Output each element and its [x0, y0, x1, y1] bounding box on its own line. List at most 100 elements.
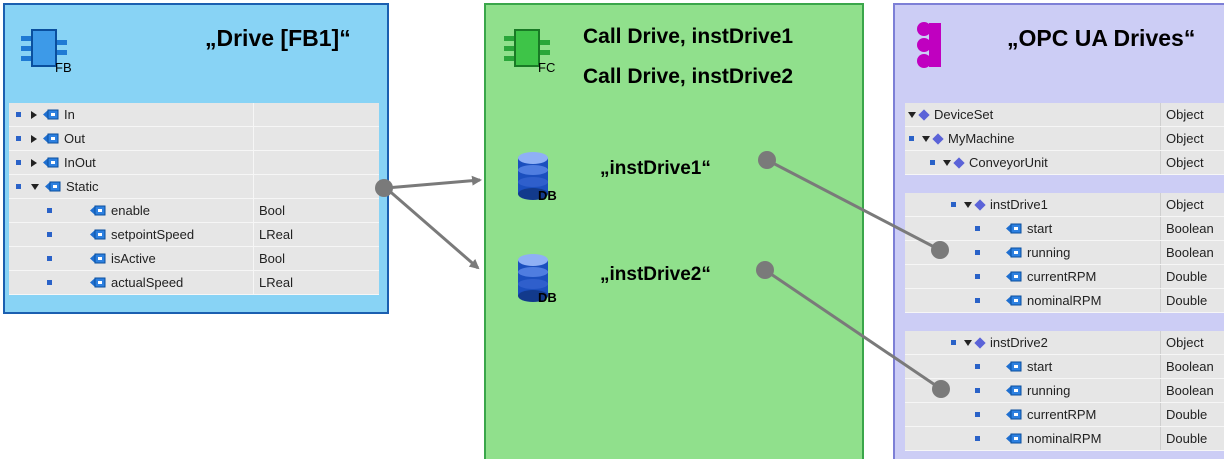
fc-call-line-2: Call Drive, instDrive2: [583, 65, 794, 88]
fb-var-name: In: [64, 107, 75, 122]
row-marker-icon: [975, 436, 980, 441]
fb-var-row[interactable]: InOut: [9, 150, 379, 175]
fb-var-name: Out: [64, 131, 85, 146]
db-instdrive2-label: „instDrive2“: [600, 264, 711, 285]
row-marker-icon: [47, 256, 52, 261]
fb-var-name: isActive: [111, 251, 156, 266]
object-node-icon: [918, 108, 930, 121]
opc-node-type: Boolean: [1166, 359, 1214, 374]
opc-node-type: Double: [1166, 293, 1208, 308]
opc-node-type: Boolean: [1166, 245, 1214, 260]
opc-title: „OPC UA Drives“: [1007, 25, 1196, 51]
fb-var-row[interactable]: Out: [9, 126, 379, 151]
fb-var-type: Bool: [259, 251, 286, 266]
opc-node-name: instDrive2: [990, 335, 1048, 350]
row-marker-icon: [47, 280, 52, 285]
row-marker-icon: [975, 298, 980, 303]
collapse-icon[interactable]: [908, 111, 916, 118]
row-marker-icon: [975, 388, 980, 393]
opc-node-name: instDrive1: [990, 197, 1048, 212]
variable-icon: [1006, 271, 1022, 282]
fb-var-row[interactable]: Static: [9, 174, 379, 199]
db-icon-1-label: DB: [538, 188, 557, 202]
variable-icon: [90, 205, 106, 216]
variable-icon: [1006, 295, 1022, 306]
expand-icon[interactable]: [31, 134, 37, 143]
fb-var-name: Static: [66, 179, 99, 194]
fb-icon-label: FB: [55, 60, 72, 74]
fb-var-type: LReal: [259, 227, 293, 242]
expand-icon[interactable]: [31, 158, 37, 167]
variable-icon: [1006, 409, 1022, 420]
opc-node-row[interactable]: ConveyorUnit Object: [905, 150, 1224, 175]
row-marker-icon: [951, 340, 956, 345]
variable-icon: [1006, 361, 1022, 372]
row-marker-icon: [930, 160, 935, 165]
row-marker-icon: [909, 136, 914, 141]
fb-var-row[interactable]: isActive Bool: [9, 246, 379, 271]
fb-var-row[interactable]: setpointSpeed LReal: [9, 222, 379, 247]
row-marker-icon: [16, 160, 21, 165]
opc-node-name: currentRPM: [1027, 407, 1097, 422]
fc-panel: FC Call Drive, instDrive1 Call Drive, in…: [484, 3, 864, 459]
row-marker-icon: [47, 232, 52, 237]
variable-icon: [90, 229, 106, 240]
opc-node-name: nominalRPM: [1027, 293, 1102, 308]
opc-node-name: ConveyorUnit: [969, 155, 1048, 170]
opc-node-name: running: [1027, 245, 1071, 260]
opc-node-type: Boolean: [1166, 383, 1214, 398]
variable-icon: [1006, 385, 1022, 396]
fb-var-type: Bool: [259, 203, 286, 218]
opc-node-name: DeviceSet: [934, 107, 994, 122]
object-node-icon: [974, 198, 986, 211]
row-marker-icon: [975, 226, 980, 231]
opc-node-row[interactable]: currentRPM Double: [905, 402, 1224, 427]
collapse-icon[interactable]: [943, 159, 951, 166]
opc-node-type: Boolean: [1166, 221, 1214, 236]
opc-ua-server-icon: [917, 22, 941, 68]
fb-title: „Drive [FB1]“: [205, 25, 351, 51]
row-marker-icon: [975, 250, 980, 255]
variable-icon: [43, 109, 59, 120]
opc-node-type: Object: [1166, 107, 1204, 122]
row-marker-icon: [975, 274, 980, 279]
opc-node-row[interactable]: DeviceSet Object: [905, 103, 1224, 127]
collapse-icon[interactable]: [922, 135, 930, 142]
fb-var-row[interactable]: In: [9, 103, 379, 127]
collapse-icon[interactable]: [964, 201, 972, 208]
collapse-icon[interactable]: [31, 183, 39, 190]
opc-node-type: Double: [1166, 407, 1208, 422]
row-marker-icon: [16, 136, 21, 141]
opc-node-row[interactable]: start Boolean: [905, 216, 1224, 241]
row-marker-icon: [16, 184, 21, 189]
fc-block-icon: FC: [504, 29, 555, 74]
opc-node-row[interactable]: running Boolean: [905, 240, 1224, 265]
expand-icon[interactable]: [31, 110, 37, 119]
opc-node-name: start: [1027, 221, 1053, 236]
opc-node-row[interactable]: nominalRPM Double: [905, 288, 1224, 313]
fb-var-name: setpointSpeed: [111, 227, 195, 242]
opc-node-type: Object: [1166, 155, 1204, 170]
variable-icon: [45, 181, 61, 192]
object-node-icon: [974, 336, 986, 349]
fb-block-icon: FB: [21, 29, 72, 74]
fc-call-line-1: Call Drive, instDrive1: [583, 25, 794, 48]
fb-var-name: InOut: [64, 155, 96, 170]
opc-node-type: Double: [1166, 431, 1208, 446]
collapse-icon[interactable]: [964, 339, 972, 346]
